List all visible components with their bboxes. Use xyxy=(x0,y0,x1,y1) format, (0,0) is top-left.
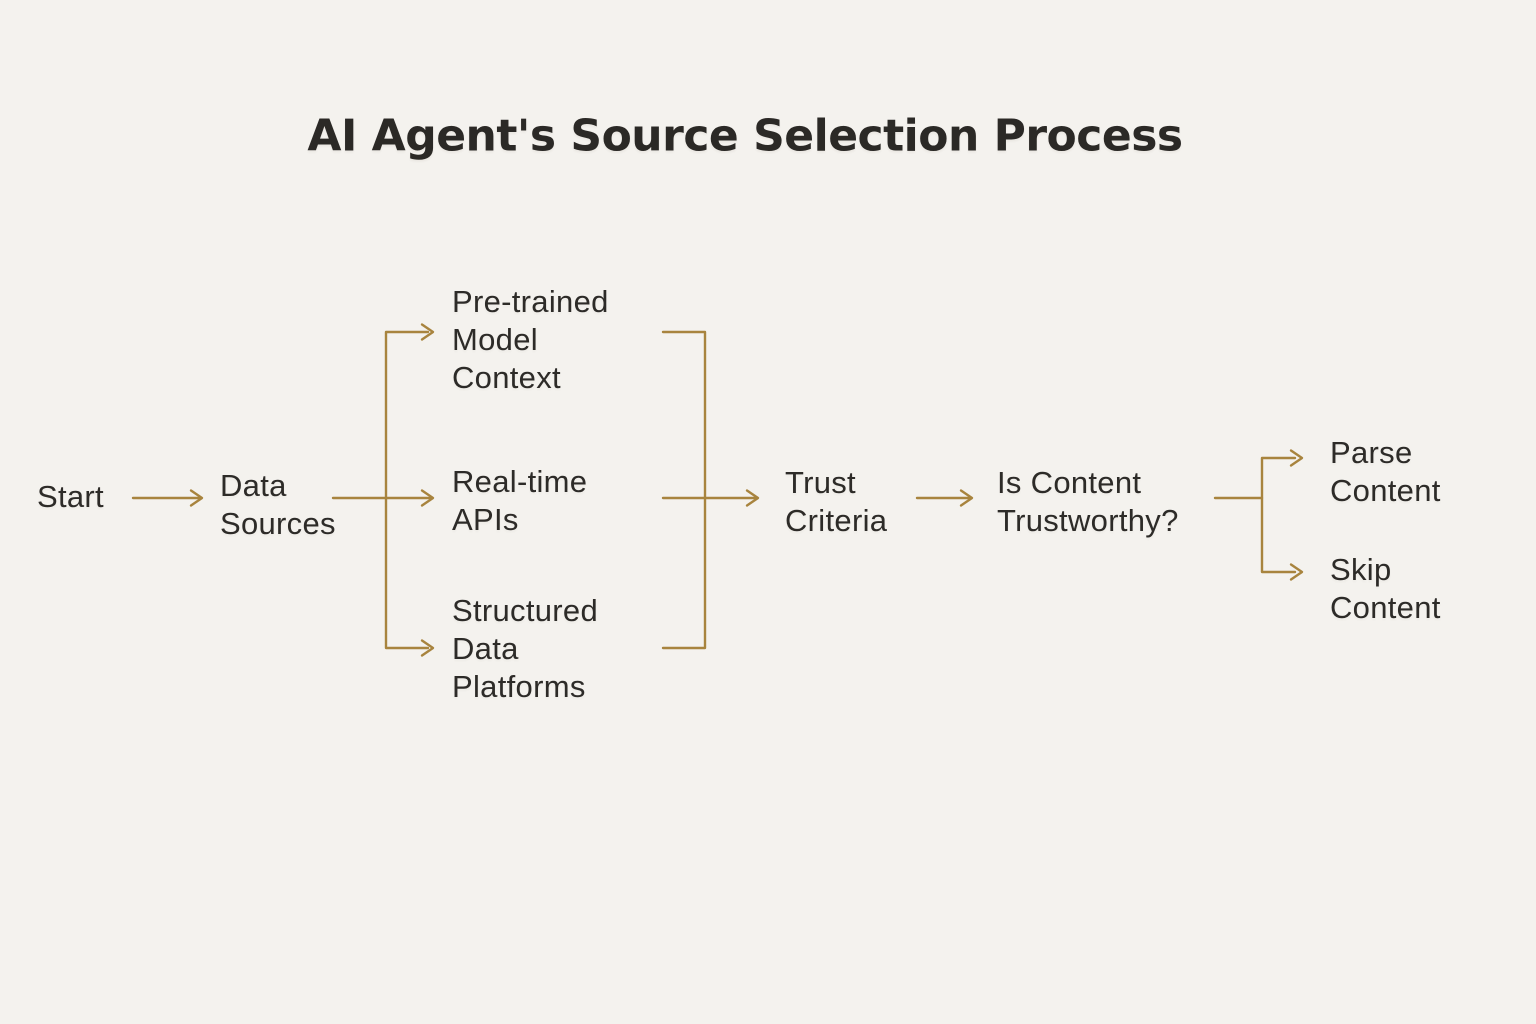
edge-trust-criteria-to-decision xyxy=(915,489,974,507)
node-data-sources: Data Sources xyxy=(220,468,336,541)
node-start: Start xyxy=(37,479,104,514)
edge-data-sources-to-branches xyxy=(331,489,435,507)
branch-merge-bracket xyxy=(661,330,707,650)
node-skip-content: Skip Content xyxy=(1330,552,1441,625)
node-parse-content: Parse Content xyxy=(1330,435,1441,508)
branch-split-bracket xyxy=(384,323,435,657)
page-title: AI Agent's Source Selection Process xyxy=(307,110,1183,162)
node-pretrained-model-context: Pre-trained Model Context xyxy=(452,284,609,395)
edge-decision-to-outcomes xyxy=(1213,449,1304,581)
node-trust-criteria: Trust Criteria xyxy=(785,465,888,538)
node-structured-data-platforms: Structured Data Platforms xyxy=(452,593,599,704)
edge-start-to-data-sources xyxy=(131,489,204,507)
edge-branches-to-trust-criteria xyxy=(661,489,760,507)
node-realtime-apis: Real-time APIs xyxy=(452,464,588,537)
node-is-content-trustworthy: Is Content Trustworthy? xyxy=(997,465,1179,538)
